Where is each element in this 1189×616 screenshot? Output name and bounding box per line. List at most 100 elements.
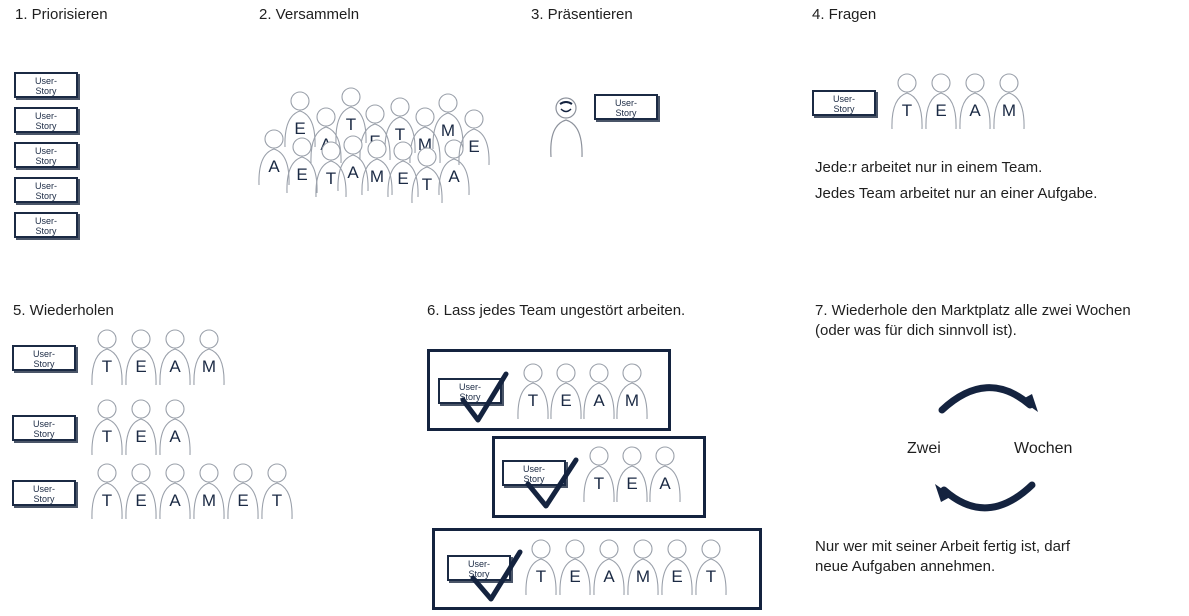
team-member-figure: A	[336, 134, 370, 192]
team-member-figure: T	[582, 445, 616, 503]
rule-one-team: Jede:r arbeitet nur in einem Team.	[815, 159, 1043, 176]
card-label-1: User-	[35, 146, 57, 156]
person-icon	[91, 399, 123, 456]
card-label-2: Story	[833, 104, 855, 114]
person-icon	[438, 139, 470, 196]
team-member-letter: T	[421, 175, 433, 194]
team-member-letter: E	[671, 567, 683, 586]
card-label-1: User-	[833, 94, 855, 104]
team-member-figure: T	[90, 398, 124, 456]
team-frame-four	[427, 349, 671, 431]
team-member-figure: T	[524, 538, 558, 596]
card-label-1: User-	[615, 98, 637, 108]
team-member-letter: A	[593, 391, 605, 410]
person-icon	[695, 539, 727, 596]
team-member-figure: E	[226, 462, 260, 520]
user-story-card: User-Story	[14, 142, 78, 168]
person-icon	[993, 73, 1025, 130]
step-7-heading: 7. Wiederhole den Marktplatz alle zwei W…	[815, 302, 1131, 319]
team-member-letter: T	[394, 125, 406, 144]
team-member-figure: T	[314, 140, 348, 198]
team-member-letter: A	[169, 357, 181, 376]
user-story-card-done: User-Story	[447, 555, 511, 581]
team-member-letter: A	[969, 101, 981, 120]
card-label-2: Story	[35, 156, 57, 166]
team-member-letter: T	[901, 101, 913, 120]
team-member-letter: A	[169, 491, 181, 510]
team-member-figure: M	[431, 92, 465, 150]
team-member-figure: M	[615, 362, 649, 420]
arrowhead-icon	[935, 484, 952, 502]
team-member-letter: A	[448, 167, 460, 186]
team-member-letter: A	[659, 474, 671, 493]
person-icon	[411, 147, 443, 204]
card-label-1: User-	[33, 484, 55, 494]
person-icon	[616, 446, 648, 503]
team-member-letter: M	[440, 121, 456, 140]
user-story-card: User-Story	[14, 212, 78, 238]
team-member-figure: A	[158, 462, 192, 520]
person-icon	[193, 329, 225, 386]
team-member-figure: T	[90, 462, 124, 520]
team-member-figure: T	[410, 146, 444, 204]
team-member-letter: E	[135, 357, 147, 376]
team-member-letter: E	[468, 137, 480, 156]
step-5-heading: 5. Wiederholen	[13, 302, 114, 319]
card-label-2: Story	[33, 359, 55, 369]
team-member-letter: A	[169, 427, 181, 446]
card-label-2: Story	[35, 226, 57, 236]
presenter-figure	[547, 95, 587, 159]
person-icon	[616, 363, 648, 420]
team-frame-six	[432, 528, 762, 610]
team-member-letter: T	[345, 115, 357, 134]
user-story-card: User-Story	[12, 480, 76, 506]
card-label-2: Story	[468, 569, 490, 579]
card-label-1: User-	[33, 349, 55, 359]
step-7-subheading: (oder was für dich sinnvoll ist).	[815, 322, 1017, 339]
team-member-letter: T	[535, 567, 547, 586]
user-story-card-presented: User-Story	[594, 94, 658, 120]
team-member-figure: A	[158, 328, 192, 386]
person-icon	[284, 91, 316, 148]
team-member-letter: E	[294, 119, 306, 138]
rule-one-task: Jedes Team arbeitet nur an einer Aufgabe…	[815, 185, 1098, 202]
team-member-letter: E	[935, 101, 947, 120]
team-member-figure: T	[260, 462, 294, 520]
checkmark-icon	[470, 549, 523, 602]
team-member-figure: A	[582, 362, 616, 420]
card-label-1: User-	[35, 181, 57, 191]
presenter-icon	[550, 97, 583, 158]
step-3-heading: 3. Präsentieren	[531, 6, 633, 23]
arrowhead-icon	[1021, 394, 1038, 412]
person-icon	[550, 363, 582, 420]
card-label-1: User-	[523, 464, 545, 474]
card-label-1: User-	[35, 216, 57, 226]
closing-text-line-1: Nur wer mit seiner Arbeit fertig ist, da…	[815, 538, 1071, 555]
team-member-figure: A	[158, 398, 192, 456]
cycle-word-zwei: Zwei	[907, 440, 941, 457]
cycle-arrow-top-icon	[938, 384, 1034, 414]
team-member-letter: E	[296, 165, 308, 184]
team-member-letter: M	[369, 167, 385, 186]
person-icon	[159, 463, 191, 520]
person-icon	[593, 539, 625, 596]
person-icon	[315, 141, 347, 198]
user-story-card: User-Story	[12, 415, 76, 441]
team-member-letter: T	[101, 357, 113, 376]
person-icon	[525, 539, 557, 596]
person-icon	[359, 104, 391, 161]
person-icon	[409, 107, 441, 164]
person-icon	[458, 109, 490, 166]
person-icon	[91, 329, 123, 386]
team-member-figure: E	[285, 136, 319, 194]
card-label-2: Story	[35, 191, 57, 201]
team-member-figure: T	[516, 362, 550, 420]
team-member-letter: T	[325, 169, 337, 188]
team-member-figure: E	[558, 538, 592, 596]
card-label-2: Story	[615, 108, 637, 118]
person-icon	[261, 463, 293, 520]
person-icon	[125, 399, 157, 456]
team-member-letter: M	[201, 357, 217, 376]
team-member-letter: E	[569, 567, 581, 586]
team-member-letter: M	[624, 391, 640, 410]
